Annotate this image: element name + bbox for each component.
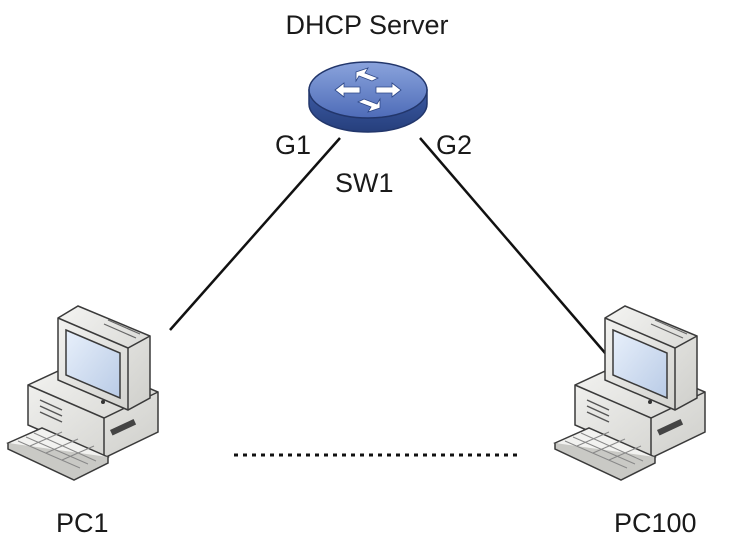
dhcp-server-label: DHCP Server [285, 10, 449, 40]
pc100-label: PC100 [614, 508, 697, 538]
port-g2-label: G2 [436, 130, 473, 160]
pc1-desktop-icon [7, 305, 159, 481]
link-sw1-pc1 [169, 137, 341, 331]
pc100-desktop-icon [554, 305, 706, 481]
pc1-label: PC1 [56, 508, 109, 538]
network-switch-icon [308, 61, 428, 133]
switch-name-label: SW1 [335, 168, 394, 198]
port-g1-label: G1 [275, 130, 312, 160]
link-sw1-pc100 [419, 137, 619, 369]
